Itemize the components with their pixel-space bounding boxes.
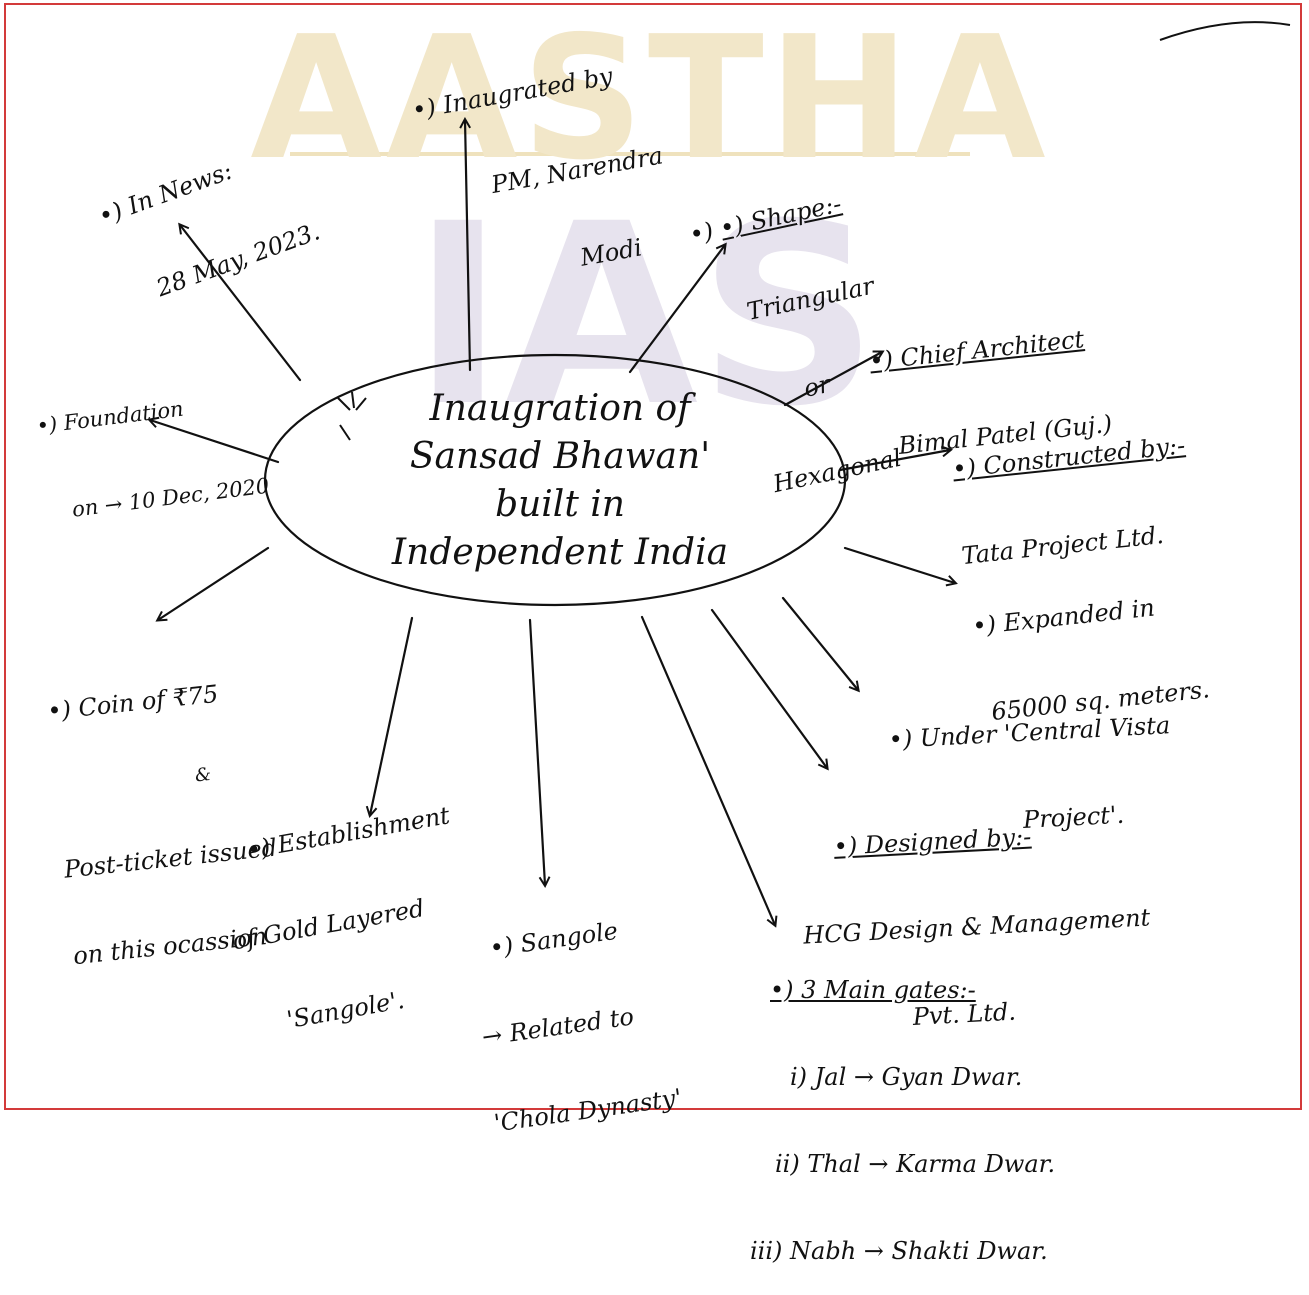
node-designed-line-1: •) Designed by:-	[833, 822, 1032, 861]
mind-map-connectors	[0, 21, 1291, 1117]
node-foundation-line-2: on → 10 Dec, 2020	[70, 473, 271, 522]
node-sangole-chola-line-1: •) Sangole	[487, 916, 620, 963]
node-gates-line-3: ii) Thal → Karma Dwar.	[775, 1150, 1056, 1178]
node-constructed-line-1: •) Constructed by:-	[951, 431, 1187, 484]
node-foundation: •) Foundation on → 10 Dec, 2020	[28, 328, 274, 557]
central-topic-line-3: built in	[495, 484, 625, 525]
node-coin-line-3: Post-ticket issued	[62, 833, 279, 884]
node-central-vista-line-1: •) Under 'Central Vista	[888, 711, 1171, 754]
central-topic-line-4: Independent India	[391, 532, 729, 573]
arrow-gates	[640, 615, 775, 925]
node-gates-line-4: iii) Nabh → Shakti Dwar.	[750, 1237, 1048, 1265]
node-gates-line-1: •) 3 Main gates:-	[770, 976, 976, 1004]
node-shape-line-1: •) •) Shape:-	[687, 189, 844, 250]
arrow-shape	[628, 245, 725, 374]
node-inaugurated-line-3: Modi	[578, 233, 645, 272]
node-inaugurated-line-1: •) Inaugrated by	[410, 61, 615, 125]
node-in-news-line-1: •) In News:	[94, 156, 236, 231]
central-topic-line-1: Inaugration of	[429, 388, 691, 429]
central-oval	[263, 353, 847, 607]
arrow-sangole-gold	[370, 616, 414, 815]
central-topic-line-2: Sansad Bhawan'	[409, 436, 711, 477]
scribble-mark	[337, 21, 1291, 441]
arrow-chief-architect	[783, 352, 882, 407]
node-foundation-line-1: •) Foundation	[35, 396, 185, 439]
arrow-coin	[158, 546, 270, 620]
arrow-designed	[710, 608, 827, 768]
node-coin: •) Coin of ₹75 & Post-ticket issued on t…	[40, 618, 290, 1000]
arrow-central-vista	[781, 596, 858, 690]
node-chief-architect-line-1: •) Chief Architect	[868, 325, 1086, 376]
node-gates-line-2: i) Jal → Gyan Dwar.	[790, 1063, 1023, 1091]
arrow-expanded	[843, 546, 955, 583]
node-gates: •) 3 Main gates:- i) Jal → Gyan Dwar. ii…	[750, 918, 1056, 1295]
arrow-inaugurated	[465, 120, 472, 372]
node-inaugurated-line-2: PM, Narendra	[489, 141, 665, 200]
node-coin-line-1: •) Coin of ₹75	[46, 679, 220, 726]
watermark-brand-top: AASTHA	[250, 0, 1050, 198]
node-expanded-line-1: •) Expanded in	[971, 593, 1157, 641]
arrow-sangole-chola	[528, 618, 545, 885]
arrow-in-news	[180, 225, 302, 382]
node-inaugurated: •) Inaugrated by PM, Narendra Modi	[400, 0, 685, 326]
arrow-foundation	[150, 420, 280, 464]
node-sangole-chola: •) Sangole → Related to 'Chola Dynasty'	[460, 854, 688, 1168]
central-topic: Inaugration of Sansad Bhawan' built in I…	[325, 385, 795, 577]
arrow-constructed	[838, 450, 950, 472]
node-sangole-gold-line-3: 'Sangole'.	[284, 985, 407, 1035]
node-shape-heading: •) Shape:-	[717, 189, 844, 243]
node-coin-line-2: &	[193, 763, 213, 787]
node-sangole-chola-line-3: 'Chola Dynasty'	[492, 1083, 684, 1138]
node-shape-line-2: Triangular	[744, 271, 877, 326]
node-coin-line-4: on this ocassion	[71, 921, 269, 971]
page-frame	[4, 3, 1302, 1110]
node-sangole-chola-line-2: → Related to	[480, 1002, 636, 1052]
watermark-divider	[290, 152, 970, 156]
